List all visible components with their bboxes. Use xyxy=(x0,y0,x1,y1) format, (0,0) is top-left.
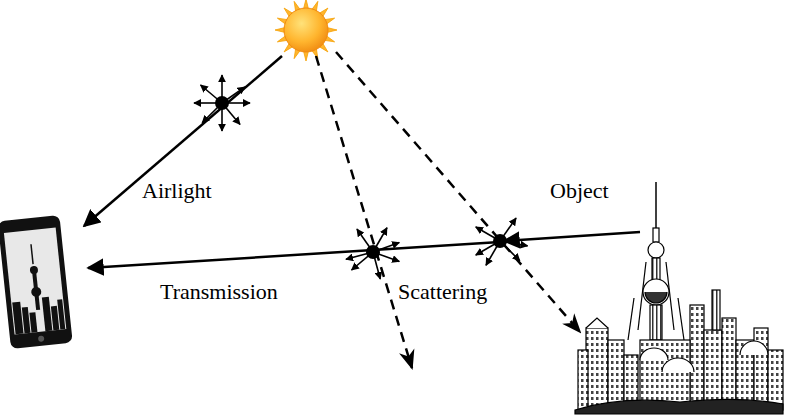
label-text: Airlight xyxy=(142,180,212,202)
airlight-ray xyxy=(84,56,282,226)
particle xyxy=(215,96,229,110)
label-text: Scattering xyxy=(398,281,487,303)
sunlight-ray xyxy=(336,52,580,332)
scatter-point xyxy=(346,228,399,279)
sun xyxy=(275,0,337,61)
object-ray xyxy=(504,232,640,241)
scattering-particles xyxy=(194,75,528,279)
city-skyline xyxy=(575,182,783,414)
label-text: Transmission xyxy=(160,281,278,303)
transmission-ray xyxy=(88,242,500,268)
label-text: Object xyxy=(550,180,609,202)
phone xyxy=(0,215,73,349)
scatter-point xyxy=(476,218,528,265)
particle xyxy=(366,245,380,259)
scatter-point xyxy=(194,75,250,131)
particle xyxy=(493,234,507,248)
sunlight-ray xyxy=(316,56,412,368)
